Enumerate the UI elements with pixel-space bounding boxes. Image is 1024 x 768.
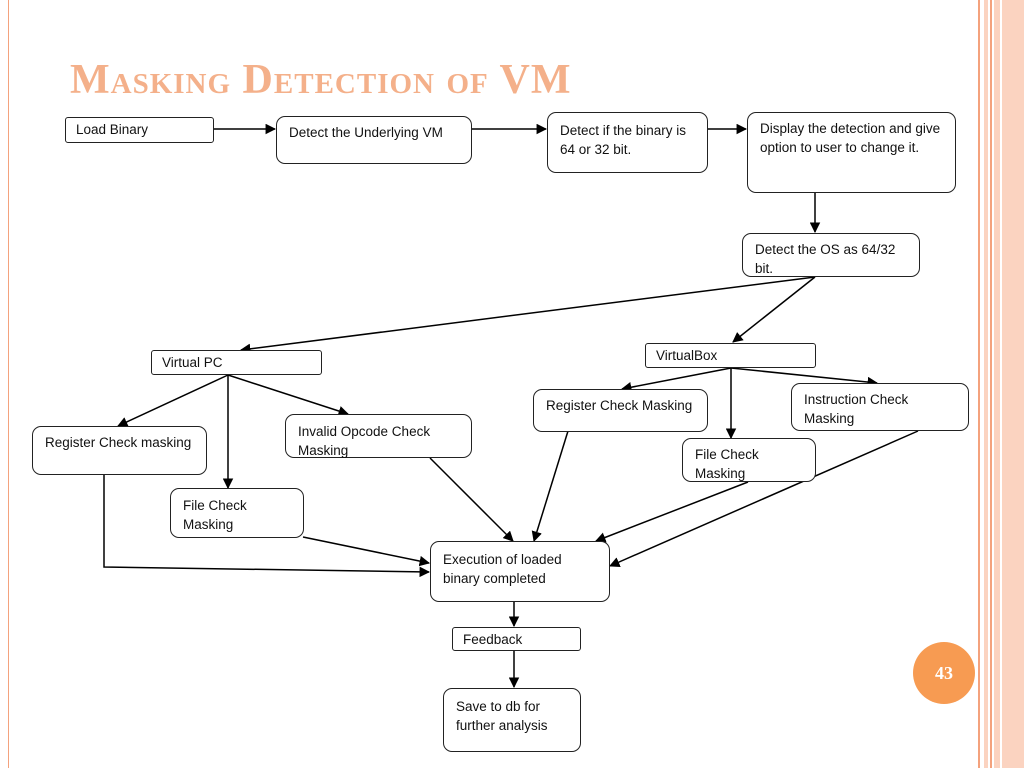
arrow-vb-to-instruction [730, 367, 879, 388]
node-detect-binary: Detect if the binary is 64 or 32 bit. [547, 112, 708, 173]
page-number-badge: 43 [913, 642, 975, 704]
node-detect-os: Detect the OS as 64/32 bit. [742, 233, 920, 277]
node-virtual-pc: Virtual PC [151, 350, 322, 375]
node-feedback: Feedback [452, 627, 581, 651]
arrow-vb-file-to-exec [595, 481, 749, 543]
arrow-os-to-virtualpc [239, 276, 816, 355]
node-vb-register-check: Register Check Masking [533, 389, 708, 432]
node-execution: Execution of loaded binary completed [430, 541, 610, 602]
node-virtualbox: VirtualBox [645, 343, 816, 368]
arrow-vpc-file-to-exec [302, 536, 431, 567]
right-stripe-5 [1002, 0, 1024, 768]
arrow-vpc-register-to-exec [103, 474, 431, 578]
right-stripe-3 [990, 0, 992, 768]
arrow-vpc-to-register [117, 374, 229, 427]
node-vpc-register-check: Register Check masking [32, 426, 207, 475]
node-display-detection: Display the detection and give option to… [747, 112, 956, 193]
arrow-vb-to-register [620, 367, 732, 393]
right-stripe-4 [994, 0, 1000, 768]
slide-title: Masking Detection of VM [70, 57, 572, 103]
left-border-line [8, 0, 9, 768]
arrow-instruction-to-exec [609, 430, 919, 568]
node-save-db: Save to db for further analysis [443, 688, 581, 752]
arrow-vb-register-to-exec [531, 430, 569, 543]
right-stripe-1 [978, 0, 980, 768]
node-detect-vm: Detect the Underlying VM [276, 116, 472, 164]
node-vb-file-check: File Check Masking [682, 438, 816, 482]
arrow-vpc-to-opcode [227, 374, 349, 417]
node-vpc-invalid-opcode: Invalid Opcode Check Masking [285, 414, 472, 458]
node-vpc-file-check: File Check Masking [170, 488, 304, 538]
node-load-binary: Load Binary [65, 117, 214, 143]
arrow-opcode-to-exec [429, 457, 514, 542]
arrow-os-to-virtualbox [732, 276, 816, 343]
right-stripe-2 [984, 0, 988, 768]
node-vb-instruction-check: Instruction Check Masking [791, 383, 969, 431]
